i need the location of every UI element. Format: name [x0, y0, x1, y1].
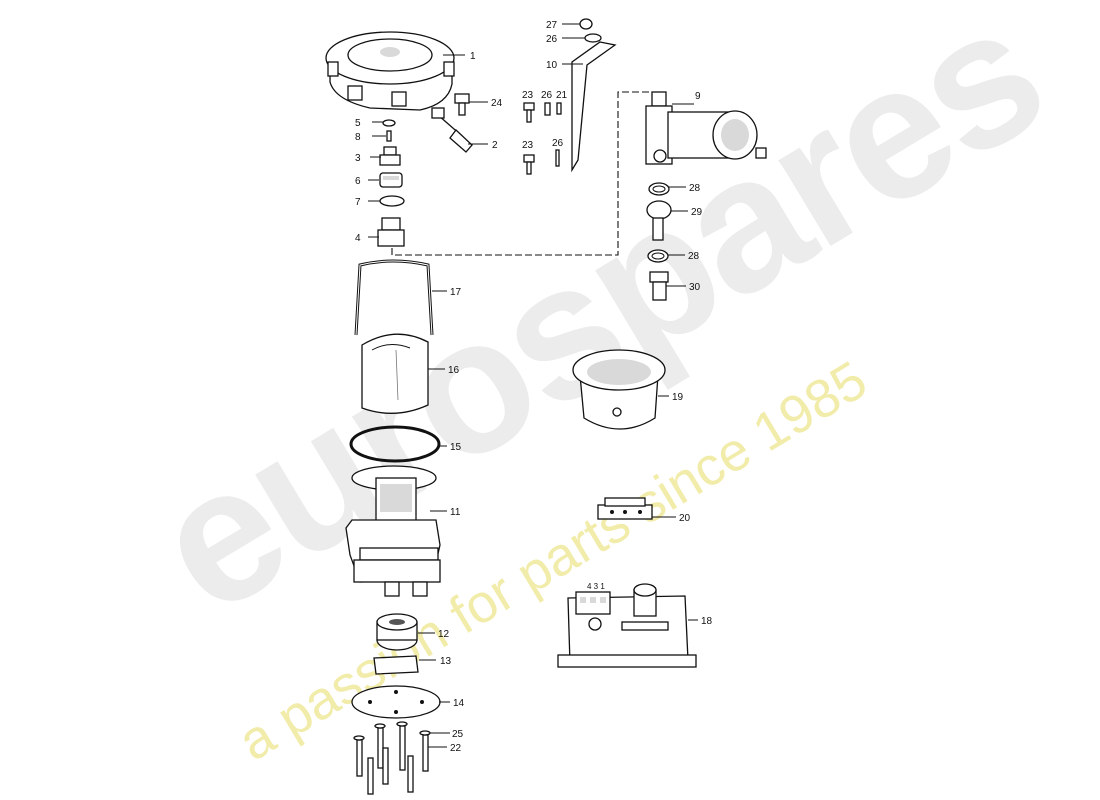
callout-24[interactable]: 24	[491, 98, 503, 109]
part-23-screw-lower[interactable]	[523, 154, 535, 175]
callout-7[interactable]: 7	[355, 197, 361, 208]
callout-1[interactable]: 1	[470, 51, 476, 62]
callout-26b[interactable]: 26	[541, 90, 553, 101]
part-17-retaining-strap[interactable]	[354, 259, 434, 336]
callout-27[interactable]: 27	[546, 20, 558, 31]
callout-11[interactable]: 11	[450, 507, 461, 518]
part-22-screws[interactable]	[356, 725, 429, 795]
callout-18[interactable]: 18	[701, 616, 713, 627]
callout-5[interactable]: 5	[355, 118, 361, 129]
part-26-pin-lower[interactable]	[555, 149, 560, 167]
part-24-bolt[interactable]	[454, 93, 470, 116]
callout-28b[interactable]: 28	[688, 251, 700, 262]
callout-15[interactable]: 15	[450, 442, 462, 453]
callout-10[interactable]: 10	[546, 60, 558, 71]
part-13-gasket-strip[interactable]	[373, 655, 419, 675]
part-2-fitting[interactable]	[431, 107, 473, 153]
part-25-washers[interactable]	[353, 721, 431, 741]
callout-2[interactable]: 2	[492, 140, 498, 151]
part-14-base-plate[interactable]	[351, 685, 441, 719]
callout-29[interactable]: 29	[691, 207, 703, 218]
part-7-seal-ring[interactable]	[379, 195, 405, 207]
part-4-union[interactable]	[377, 217, 405, 247]
part-9-motor[interactable]	[645, 91, 767, 165]
part-10-support-bracket[interactable]	[571, 41, 617, 173]
part-19-mounting-housing[interactable]	[572, 349, 666, 430]
callout-23b[interactable]: 23	[522, 140, 534, 151]
callout-20[interactable]: 20	[679, 513, 691, 524]
part-5-washer[interactable]	[382, 119, 396, 127]
callout-6[interactable]: 6	[355, 176, 361, 187]
part-3-nipple[interactable]	[379, 146, 401, 166]
part-30-banjo-bolt[interactable]	[649, 271, 669, 301]
callout-19[interactable]: 19	[672, 392, 684, 403]
callout-3[interactable]: 3	[355, 153, 361, 164]
part-20-connector-bracket[interactable]	[597, 497, 653, 520]
fuel-line-dashed	[391, 91, 652, 256]
callout-9[interactable]: 9	[695, 91, 701, 102]
callout-16[interactable]: 16	[448, 365, 460, 376]
part-28-seal-ring-lower[interactable]	[647, 249, 669, 263]
callout-17[interactable]: 17	[450, 287, 462, 298]
part-27-nut[interactable]	[579, 18, 593, 30]
part-28-seal-ring-upper[interactable]	[648, 182, 670, 196]
callout-12[interactable]: 12	[438, 629, 450, 640]
part-26-washer-mid[interactable]	[544, 102, 551, 116]
callout-26a[interactable]: 26	[546, 34, 558, 45]
part-21-pin[interactable]	[556, 102, 562, 115]
part-18-control-unit[interactable]	[557, 583, 697, 668]
part-8-pin[interactable]	[386, 130, 392, 142]
part-11-pump-body[interactable]	[345, 465, 441, 597]
callout-4[interactable]: 4	[355, 233, 361, 244]
callout-28a[interactable]: 28	[689, 183, 701, 194]
part-12-impeller[interactable]	[376, 613, 418, 651]
callout-22[interactable]: 22	[450, 743, 462, 754]
callout-23a[interactable]: 23	[522, 90, 534, 101]
part-23-screw-upper[interactable]	[523, 102, 535, 123]
part-18-terminal-numbers: 4 3 1	[587, 582, 605, 591]
part-1-pump-cover[interactable]	[325, 31, 455, 111]
callout-8[interactable]: 8	[355, 132, 361, 143]
part-16-filter-cover[interactable]	[361, 333, 429, 414]
callout-21[interactable]: 21	[556, 90, 568, 101]
part-15-o-ring[interactable]	[349, 425, 441, 463]
part-29-banjo-fitting[interactable]	[646, 200, 672, 241]
callout-14[interactable]: 14	[453, 698, 465, 709]
callout-30[interactable]: 30	[689, 282, 701, 293]
callout-25[interactable]: 25	[452, 729, 464, 740]
part-26-washer-top[interactable]	[584, 33, 602, 43]
callout-13[interactable]: 13	[440, 656, 452, 667]
callout-layer: 1 2 3 4 5 6 7 8 9 10 11 12 13	[355, 20, 713, 754]
part-6-nut[interactable]	[379, 172, 403, 188]
callout-26c[interactable]: 26	[552, 138, 564, 149]
